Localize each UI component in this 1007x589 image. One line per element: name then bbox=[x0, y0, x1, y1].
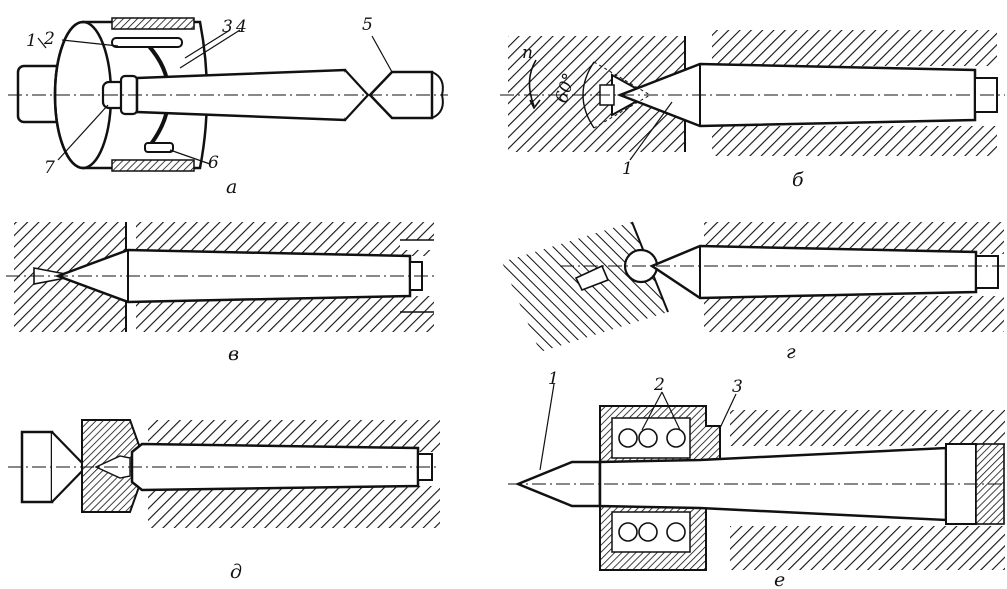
callout-a-6: 6 bbox=[208, 153, 219, 173]
callout-e-3: 3 bbox=[732, 377, 743, 397]
panel-label-b: б bbox=[792, 169, 804, 191]
panel-d: д bbox=[8, 419, 440, 583]
panel-b: n 60° 1 б bbox=[500, 30, 1005, 191]
panel-label-g: г bbox=[786, 341, 796, 363]
callout-a-5: 5 bbox=[362, 15, 373, 35]
callout-a-1: 1 bbox=[26, 31, 37, 51]
panel-label-d: д bbox=[230, 561, 242, 583]
panel-g: г bbox=[502, 221, 1005, 363]
rotation-label: n bbox=[522, 43, 533, 63]
panel-label-v: в bbox=[228, 343, 239, 365]
callout-a-2: 2 bbox=[43, 29, 55, 49]
panel-label-e: е bbox=[774, 569, 785, 589]
callout-a-3: 3 bbox=[222, 17, 233, 37]
panel-a: 1 2 3 4 5 6 7 а bbox=[8, 15, 448, 198]
callout-e-1: 1 bbox=[548, 369, 559, 389]
panel-v: в bbox=[6, 222, 436, 365]
callout-a-7: 7 bbox=[44, 158, 55, 178]
callout-e-2: 2 bbox=[653, 375, 665, 395]
panel-e: 1 2 3 е bbox=[508, 369, 1005, 589]
callout-a-4: 4 bbox=[235, 17, 247, 37]
panel-label-a: а bbox=[226, 176, 237, 198]
callout-b-1: 1 bbox=[622, 159, 633, 179]
